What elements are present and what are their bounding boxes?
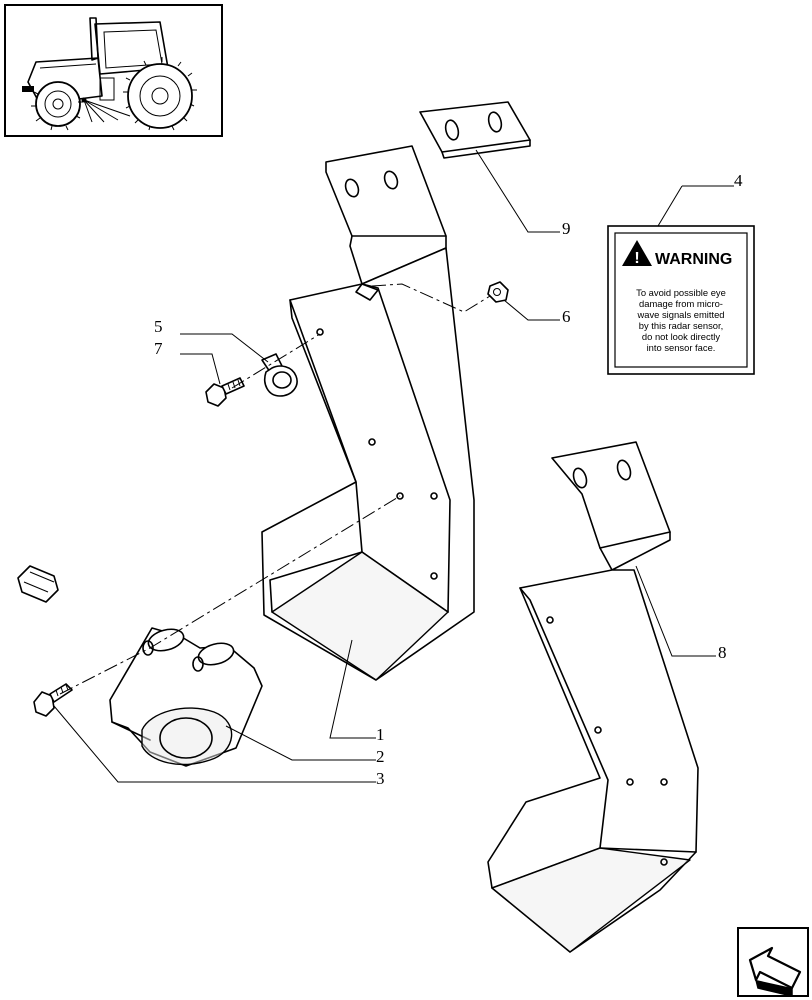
nut-part-6 <box>487 281 509 303</box>
navigation-arrow-button[interactable] <box>737 927 809 997</box>
cable-clip-part-5 <box>261 353 298 397</box>
callout-1: 1 <box>376 725 385 744</box>
bracket-hole <box>368 438 376 446</box>
svg-text:!: ! <box>634 250 639 267</box>
bracket-hole <box>430 492 438 500</box>
bracket-hole <box>572 467 588 489</box>
warning-decal-part-4: ! WARNING To avoid possible eye damage f… <box>607 225 755 375</box>
callout-3: 3 <box>376 769 385 788</box>
warning-line: wave signals emitted <box>636 309 724 320</box>
warning-title: WARNING <box>655 251 732 268</box>
warning-line: To avoid possible eye <box>636 287 726 298</box>
radar-sensor-part-2 <box>17 565 263 767</box>
leader-lines <box>53 149 734 783</box>
bolt-part-7 <box>205 377 245 407</box>
bracket-hole <box>344 178 360 198</box>
warning-line: by this radar sensor, <box>639 320 723 331</box>
callout-7: 7 <box>154 339 163 358</box>
warning-line: do not look directly <box>642 331 720 342</box>
spacer-plate-part-9 <box>419 101 531 159</box>
assembly-centerlines <box>59 283 491 695</box>
bracket-hole <box>660 778 668 786</box>
plate-hole <box>487 111 503 133</box>
callout-6: 6 <box>562 307 571 326</box>
warning-line: into sensor face. <box>647 342 716 353</box>
warning-triangle-icon <box>622 240 652 266</box>
bracket-hole <box>594 726 602 734</box>
bracket-part-8 <box>487 441 699 953</box>
arrow-icon <box>748 946 802 990</box>
bracket-hole <box>430 572 438 580</box>
bracket-hole <box>616 459 632 481</box>
callout-2: 2 <box>376 747 385 766</box>
plate-hole <box>444 119 460 141</box>
bracket-hole <box>626 778 634 786</box>
bracket-hole <box>660 858 668 866</box>
tractor-icon <box>22 17 197 131</box>
bracket-hole <box>396 492 404 500</box>
warning-line: damage from micro- <box>639 298 723 309</box>
callout-numbers: 5 7 4 9 6 1 2 3 8 <box>154 171 743 788</box>
tractor-location-thumbnail <box>4 4 223 137</box>
bracket-hole <box>383 170 399 190</box>
bolt-part-3 <box>33 683 73 717</box>
bracket-part-1 <box>261 145 475 681</box>
bracket-hole <box>316 328 324 336</box>
callout-4: 4 <box>734 171 743 190</box>
callout-5: 5 <box>154 317 163 336</box>
bracket-hole <box>546 616 554 624</box>
callout-8: 8 <box>718 643 727 662</box>
callout-9: 9 <box>562 219 571 238</box>
